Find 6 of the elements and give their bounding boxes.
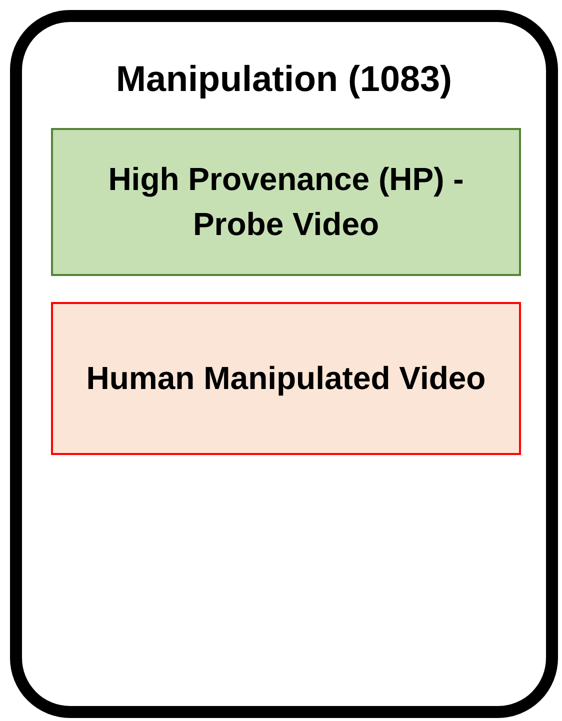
box-label: Human Manipulated Video: [85, 359, 487, 398]
box-label: High Provenance (HP) - Probe Video: [107, 160, 465, 244]
group-panel: [10, 10, 558, 718]
process-box: [51, 128, 521, 276]
group-heading: Manipulation (1083): [114, 57, 454, 101]
process-box: [51, 302, 521, 455]
